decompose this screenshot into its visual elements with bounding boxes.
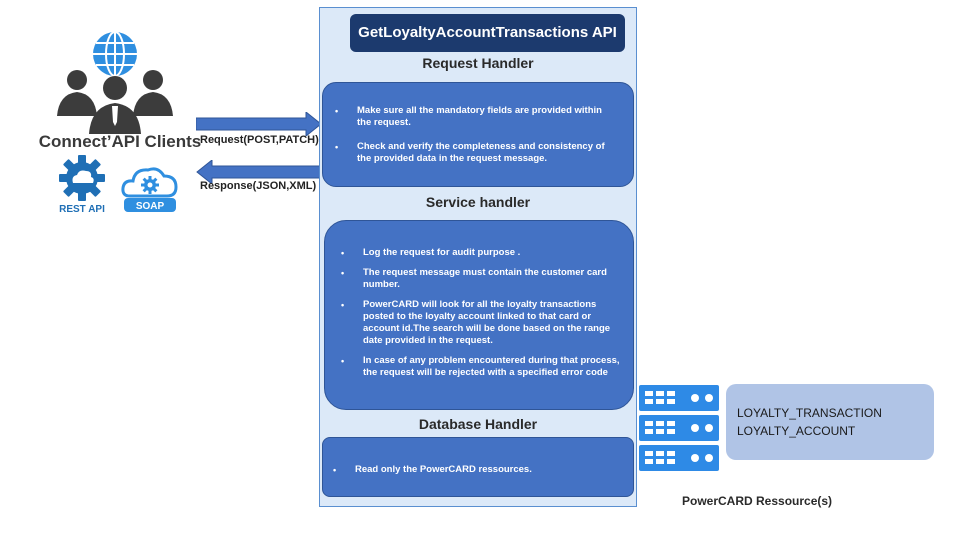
service-handler-title: Service handler: [425, 194, 531, 210]
table-name: LOYALTY_TRANSACTION: [737, 406, 882, 420]
people-icon: [57, 70, 173, 134]
request-handler-title: Request Handler: [422, 55, 534, 71]
database-handler-box: Read only the PowerCARD ressources.: [322, 437, 634, 497]
database-handler-bullet: Read only the PowerCARD ressources.: [333, 464, 615, 476]
request-label: Request(POST,PATCH): [200, 134, 319, 146]
service-handler-bullet: Log the request for audit purpose .: [341, 247, 621, 259]
service-handler-box: Log the request for audit purpose . The …: [324, 220, 634, 410]
request-handler-box: Make sure all the mandatory fields are p…: [322, 82, 634, 187]
response-arrow: [196, 160, 322, 184]
rest-api-label: REST API: [59, 204, 105, 215]
database-server-icon: [639, 385, 719, 471]
globe-icon: [93, 31, 137, 77]
settings-icon: [141, 176, 159, 194]
database-caption: PowerCARD Ressource(s): [682, 494, 833, 508]
database-handler-title: Database Handler: [418, 416, 538, 432]
request-handler-bullet: Make sure all the mandatory fields are p…: [335, 105, 617, 129]
request-arrow: [196, 112, 322, 136]
database-tables-box: [726, 384, 934, 460]
clients-title: Connect’API Clients: [38, 132, 202, 151]
api-title: GetLoyaltyAccountTransactions API: [350, 14, 625, 52]
table-name: LOYALTY_ACCOUNT: [737, 424, 856, 438]
service-handler-bullet: The request message must contain the cus…: [341, 267, 621, 291]
service-handler-bullet: PowerCARD will look for all the loyalty …: [341, 299, 621, 347]
response-label: Response(JSON,XML): [200, 180, 317, 192]
soap-cloud-icon: SOAP: [121, 167, 178, 212]
service-handler-bullet: In case of any problem encountered durin…: [341, 355, 621, 379]
soap-label: SOAP: [136, 201, 165, 212]
request-handler-bullet: Check and verify the completeness and co…: [335, 141, 617, 165]
rest-api-gear-icon: [59, 155, 105, 201]
api-clients-icon: [57, 31, 173, 134]
